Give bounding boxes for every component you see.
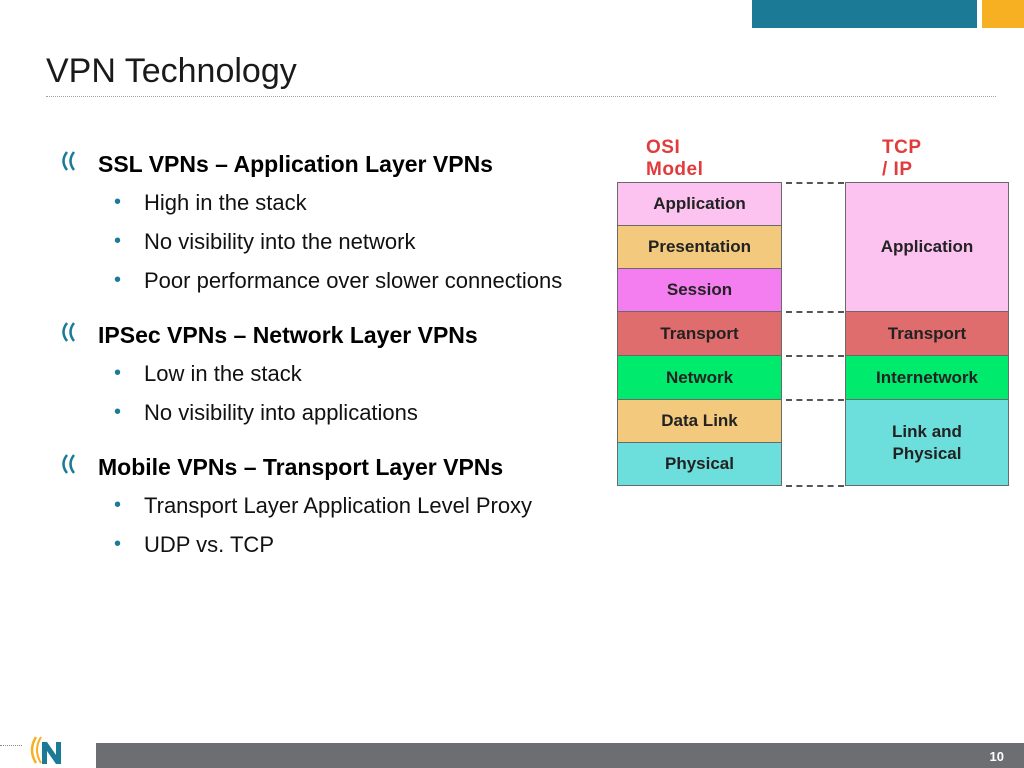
page-number: 10 [989, 749, 1004, 764]
layer-label: Network [665, 367, 734, 387]
list-item: • Poor performance over slower connection… [114, 264, 564, 297]
layer-label: Application [653, 194, 746, 213]
list-item-text: High in the stack [144, 190, 307, 215]
bullet-dot-icon: • [114, 362, 122, 384]
boundary-dash [786, 311, 844, 313]
slide-title: VPN Technology [46, 52, 297, 90]
layer-label: Transport [887, 323, 967, 343]
list-item: • UDP vs. TCP [114, 528, 564, 561]
osi-layer-physical: Physical [617, 442, 782, 486]
layer-label: Internetwork [875, 367, 979, 387]
wave-bullet-icon [62, 454, 76, 474]
company-logo-icon [30, 736, 61, 764]
list-item: • Low in the stack [114, 357, 564, 390]
osi-layer-data-link: Data Link [617, 399, 782, 443]
wave-bullet-icon [62, 151, 76, 171]
list-item: • Transport Layer Application Level Proxy [114, 489, 564, 522]
layer-label: Link and Physical [892, 421, 962, 463]
boundary-dash [786, 355, 844, 357]
layer-label: Transport [660, 323, 739, 343]
bullet-dot-icon: • [114, 191, 122, 213]
layer-label: Presentation [648, 237, 751, 256]
section-ssl: SSL VPNs – Application Layer VPNs • High … [58, 148, 598, 297]
boundary-dash [786, 485, 844, 487]
list-item-text: Transport Layer Application Level Proxy [144, 493, 533, 518]
footer-bar [96, 743, 1024, 768]
list-item: • No visibility into applications [114, 396, 564, 429]
layer-label: Physical [665, 454, 734, 473]
section-heading: IPSec VPNs – Network Layer VPNs [98, 322, 478, 348]
osi-layer-presentation: Presentation [617, 225, 782, 269]
bullet-dot-icon: • [114, 230, 122, 252]
osi-layer-transport: Transport [617, 311, 782, 356]
list-item-text: Poor performance over slower connections [144, 268, 563, 293]
layer-label: Application [880, 237, 974, 256]
osi-layer-session: Session [617, 268, 782, 312]
boundary-dash [786, 182, 844, 184]
footer-dotted-line [0, 745, 22, 746]
layer-label: Data Link [661, 411, 738, 430]
osi-model-title: OSI Model [646, 137, 704, 180]
section-ipsec: IPSec VPNs – Network Layer VPNs • Low in … [58, 319, 598, 429]
osi-layer-application: Application [617, 182, 782, 226]
title-divider [46, 96, 996, 97]
header-accent-bar-gold [982, 0, 1024, 28]
list-item-text: No visibility into the network [144, 229, 416, 254]
bullet-list: SSL VPNs – Application Layer VPNs • High … [58, 148, 598, 583]
list-item-text: Low in the stack [144, 361, 302, 386]
list-item: • High in the stack [114, 186, 564, 219]
tcp-layer-link-physical: Link and Physical [845, 399, 1009, 486]
bullet-dot-icon: • [114, 401, 122, 423]
section-heading: Mobile VPNs – Transport Layer VPNs [98, 454, 504, 480]
boundary-dash [786, 399, 844, 401]
list-item-text: UDP vs. TCP [144, 532, 274, 557]
section-mobile: Mobile VPNs – Transport Layer VPNs • Tran… [58, 451, 598, 561]
list-item: • No visibility into the network [114, 225, 564, 258]
osi-layer-network: Network [617, 355, 782, 400]
section-heading: SSL VPNs – Application Layer VPNs [98, 151, 493, 177]
header-accent-bar-teal [752, 0, 977, 28]
bullet-dot-icon: • [114, 269, 122, 291]
bullet-dot-icon: • [114, 494, 122, 516]
list-item-text: No visibility into applications [144, 400, 418, 425]
tcp-ip-title: TCP / IP [882, 137, 922, 180]
wave-bullet-icon [62, 322, 76, 342]
tcp-layer-transport: Transport [845, 311, 1009, 356]
tcp-layer-application: Application [845, 182, 1009, 312]
tcp-layer-internetwork: Internetwork [845, 355, 1009, 400]
bullet-dot-icon: • [114, 533, 122, 555]
layer-label: Session [666, 280, 733, 299]
